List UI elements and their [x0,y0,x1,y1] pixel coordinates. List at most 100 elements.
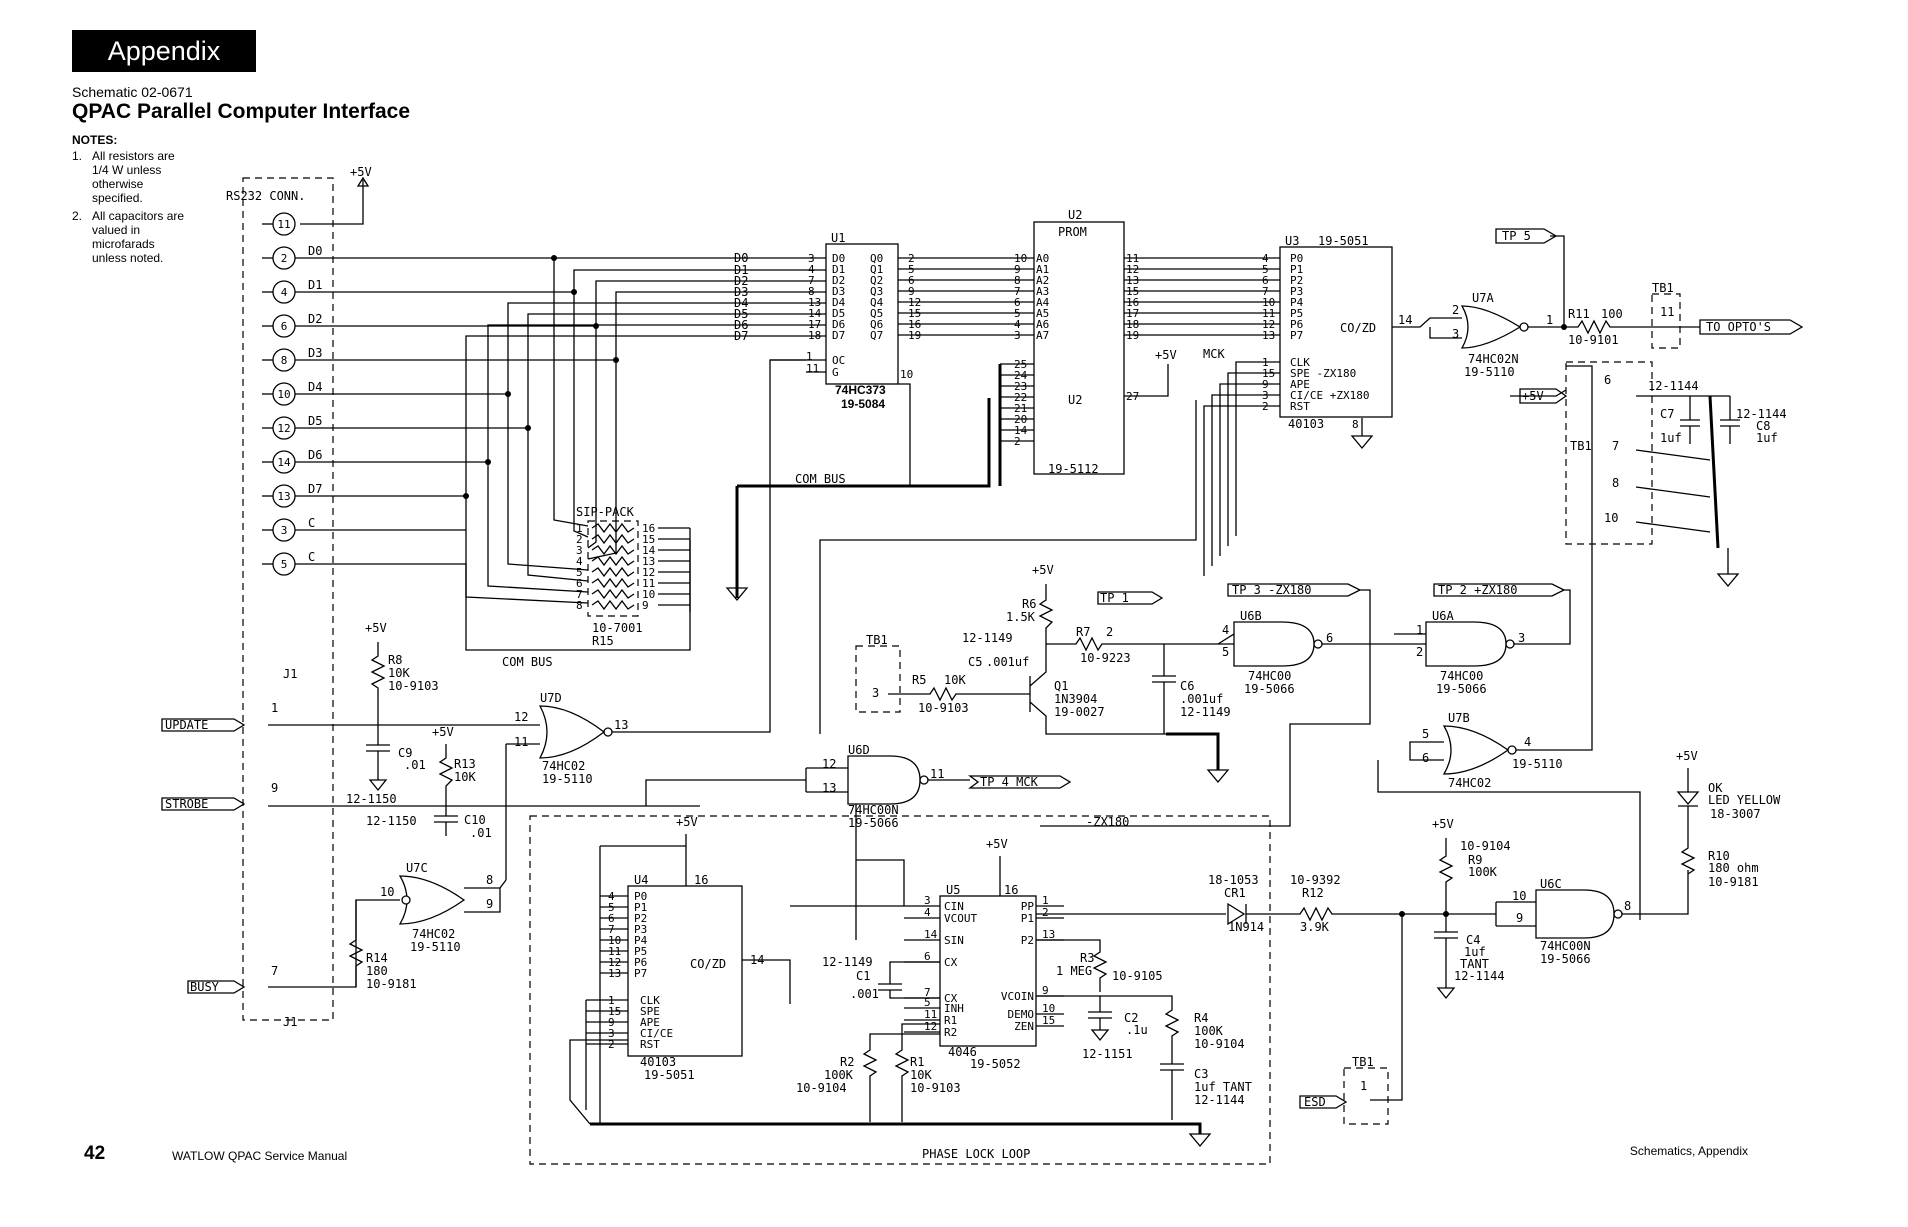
u7c-bubble [401,895,411,905]
u4-in-name: P5 [634,945,647,958]
busy-flag [187,980,246,994]
u6a-partno: 19-5066 [1436,682,1487,696]
u4-co-zd: CO/ZD [690,957,726,971]
cap-c7-c8 [1636,395,1740,444]
u2-vcc-wire [1124,364,1169,397]
u5-right-name: ZEN [1014,1020,1034,1033]
u6b-wires [1040,589,1394,827]
sip-left-pin: 3 [576,544,583,557]
bus-net-label: D1 [734,263,748,277]
connector-pin-label: D4 [308,380,322,394]
c6-part: 12-1149 [1180,705,1231,719]
u4-ctrl-name: CI/CE [640,1027,673,1040]
u5-left-pin: 12 [924,1020,937,1033]
u1-in-name: D0 [832,252,845,265]
connector-pin-number: 12 [277,422,290,435]
r5-part: 10-9103 [918,701,969,715]
r4-part: 10-9104 [1194,1037,1245,1051]
r1-value: 10K [910,1068,932,1082]
tp3-flag [1227,583,1362,597]
u3-pin14: 14 [1398,313,1412,327]
r7-resistor [1046,636,1218,652]
u3-ctrl-name: RST [1290,400,1310,413]
to-optos-label: TO OPTO'S [1706,320,1771,334]
u3-in-pin: 5 [1262,263,1269,276]
u5-left-pin: 3 [924,894,931,907]
r6-vcc: +5V [1032,563,1054,577]
u5-left-name: SIN [944,934,964,947]
u3-in-name: P2 [1290,274,1303,287]
u2-addr-pin: 6 [1014,296,1021,309]
phase-lock-loop-region [529,815,1271,1165]
u5-left-pin: 7 [924,986,931,999]
data-bus-wire [295,313,826,429]
signal-wires [268,724,700,988]
r12-ref: R12 [1302,886,1324,900]
u3-part: 40103 [1288,417,1324,431]
vcc-arrow [356,176,370,187]
u7d-partno: 19-5110 [542,772,593,786]
tp2-flag [1433,583,1566,597]
sip-resistor [591,599,635,611]
u7d-bubble [603,727,613,737]
c6-capacitor [1152,644,1176,734]
u5-pll-chip [939,895,1037,1047]
connector-pin-label: D0 [308,244,322,258]
u5-left-pin: 11 [924,1008,937,1021]
u3-in-pin: 4 [1262,252,1269,265]
cr1-ref: CR1 [1224,886,1246,900]
j1-label: J1 [283,667,297,681]
update-flag [161,718,246,732]
u5-right-pin: 9 [1042,984,1049,997]
tb1-mid-pin: 3 [872,686,879,700]
u6d-part: 74HC00N [848,803,899,817]
c2-value: .1u [1126,1023,1148,1037]
ground-bus [1708,395,1720,549]
connector-pin-label: D1 [308,278,322,292]
r11-part: 10-9101 [1568,333,1619,347]
sip-right-pin: 10 [642,588,655,601]
sip-right-pin: 11 [642,577,655,590]
tp4-flag [968,775,1072,789]
c1-capacitor [878,961,940,999]
u7b-bubble [1507,745,1517,755]
sip-feed-wire [527,428,589,582]
data-bus-wire [295,302,826,395]
u7a-pin2: 2 [1452,303,1459,317]
sip-resistor [591,555,635,567]
tb1-mid-ref: TB1 [866,633,888,647]
update-label: UPDATE [165,718,208,732]
r2-resistor [862,1033,940,1122]
u1-g: G [832,366,839,379]
sip-right-pin: 9 [642,599,649,612]
u5-right-name: PP [1021,900,1035,913]
c6-ref: C6 [1180,679,1194,693]
u2-name: PROM [1058,225,1087,239]
j1-bottom-label: J1 [283,1015,297,1029]
u5-left-pin: 4 [924,906,931,919]
r1-part: 10-9103 [910,1081,961,1095]
esd-label: ESD [1304,1095,1326,1109]
r9-ref: R9 [1468,853,1482,867]
connector-pin-number: 13 [277,490,290,503]
data-bus-wire [295,335,826,497]
u2-vcc-label: +5V [1155,348,1177,362]
u6b-nand-gate [1233,621,1315,667]
r11-resistor [1562,319,1650,335]
c9-part: 12-1150 [346,792,397,806]
u3-ctrl-name: APE [1290,378,1310,391]
r14-ref: R14 [366,951,388,965]
u1-g-pin: 11 [806,362,819,375]
r1-ref: R1 [910,1055,924,1069]
c3-ref: C3 [1194,1067,1208,1081]
sip-right-pin: 12 [642,566,655,579]
u5-left-name: CX [944,956,958,969]
u7a-nor-gate [1460,305,1522,349]
u6b-bubble [1313,639,1323,649]
r4-c3 [1100,995,1184,1120]
c7-part-label: 12-1144 [1648,379,1699,393]
led-r10 [1676,768,1700,875]
connector-pin-label: C [308,516,315,530]
r5-resistor [888,686,1030,702]
